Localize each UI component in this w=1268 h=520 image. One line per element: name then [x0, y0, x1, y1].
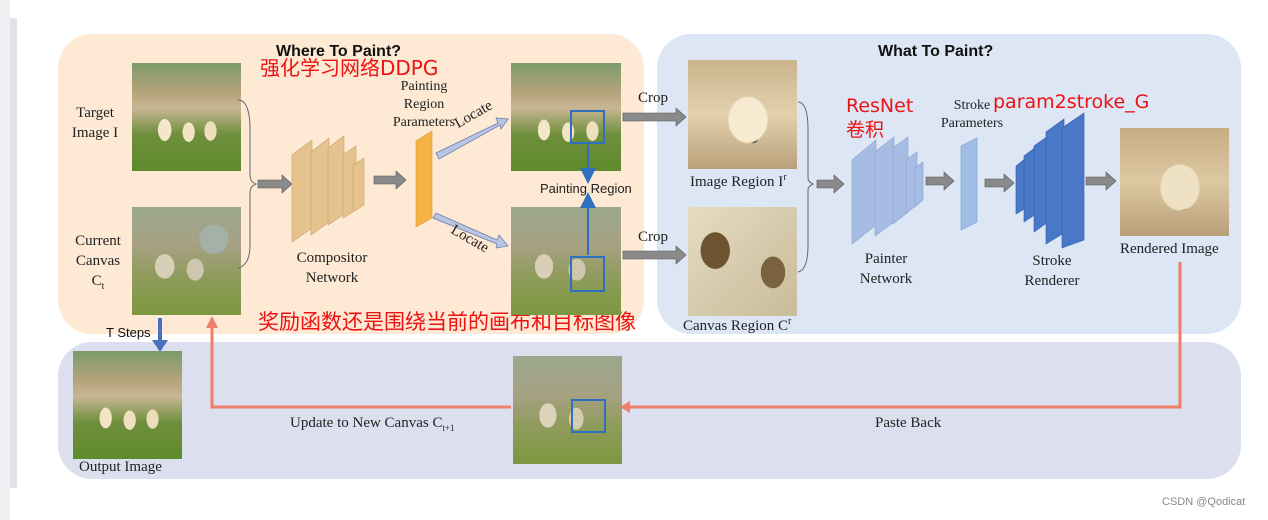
stroke-renderer-label: Stroke Renderer	[1012, 251, 1092, 291]
stroke-renderer-shape	[1016, 113, 1084, 248]
input-brace	[238, 100, 256, 268]
renderer-label-line1: Stroke	[1012, 251, 1092, 271]
compositor-network-label: Compositor Network	[282, 248, 382, 288]
rendered-image-label: Rendered Image	[1120, 241, 1219, 258]
update-canvas-text: Update to New Canvas C	[290, 415, 442, 431]
crop-brace	[798, 102, 813, 272]
update-canvas-subscript: t+1	[442, 423, 454, 433]
image-region-text: Image Region I	[690, 174, 783, 190]
painter-label-line1: Painter	[846, 249, 926, 269]
painting-params-bar	[416, 131, 432, 227]
region-box-target	[571, 111, 604, 143]
painting-params-line2: Region	[384, 96, 464, 114]
painting-region-label: Painting Region	[540, 181, 632, 196]
output-image-label: Output Image	[79, 459, 162, 476]
renderer-label-line2: Renderer	[1012, 271, 1092, 291]
current-canvas-label-line3: Ct	[60, 271, 136, 297]
stroke-params-line2: Parameters	[932, 115, 1012, 133]
stroke-params-line1: Stroke	[932, 97, 1012, 115]
image-region-superscript: r	[783, 172, 786, 183]
painting-region-params-label: Painting Region Parameters	[384, 78, 464, 132]
target-image-label-line1: Target	[58, 103, 132, 123]
compositor-label-line2: Network	[282, 268, 382, 288]
locate-arrows	[433, 118, 508, 248]
crop-label-bottom: Crop	[638, 229, 668, 246]
canvas-region-text: Canvas Region C	[683, 318, 788, 334]
csdn-watermark: CSDN @Qodicat	[1162, 496, 1245, 508]
target-image-label-line2: Image I	[58, 123, 132, 143]
current-canvas-label-line2: Canvas	[60, 251, 136, 271]
t-steps-label: T Steps	[106, 325, 151, 340]
image-region-label: Image Region Ir	[690, 172, 787, 191]
current-canvas-label: Current Canvas Ct	[60, 231, 136, 297]
crop-label-top: Crop	[638, 90, 668, 107]
stroke-params-label: Stroke Parameters	[932, 97, 1012, 133]
region-box-canvas	[571, 257, 604, 291]
canvas-region-label: Canvas Region Cr	[683, 316, 791, 335]
canvas-region-superscript: r	[788, 316, 791, 327]
current-canvas-label-line1: Current	[60, 231, 136, 251]
compositor-label-line1: Compositor	[282, 248, 382, 268]
painting-params-line1: Painting	[384, 78, 464, 96]
compositor-network-shape	[292, 136, 364, 242]
target-image-label: Target Image I	[58, 103, 132, 143]
current-canvas-symbol: C	[92, 273, 102, 289]
current-canvas-subscript: t	[102, 281, 105, 292]
painter-network-shape	[852, 137, 923, 244]
update-canvas-label: Update to New Canvas Ct+1	[290, 415, 455, 433]
stroke-params-bar	[961, 138, 977, 230]
painter-label-line2: Network	[846, 269, 926, 289]
paste-back-label: Paste Back	[875, 415, 941, 432]
painter-network-label: Painter Network	[846, 249, 926, 289]
region-box-updated	[572, 400, 605, 432]
